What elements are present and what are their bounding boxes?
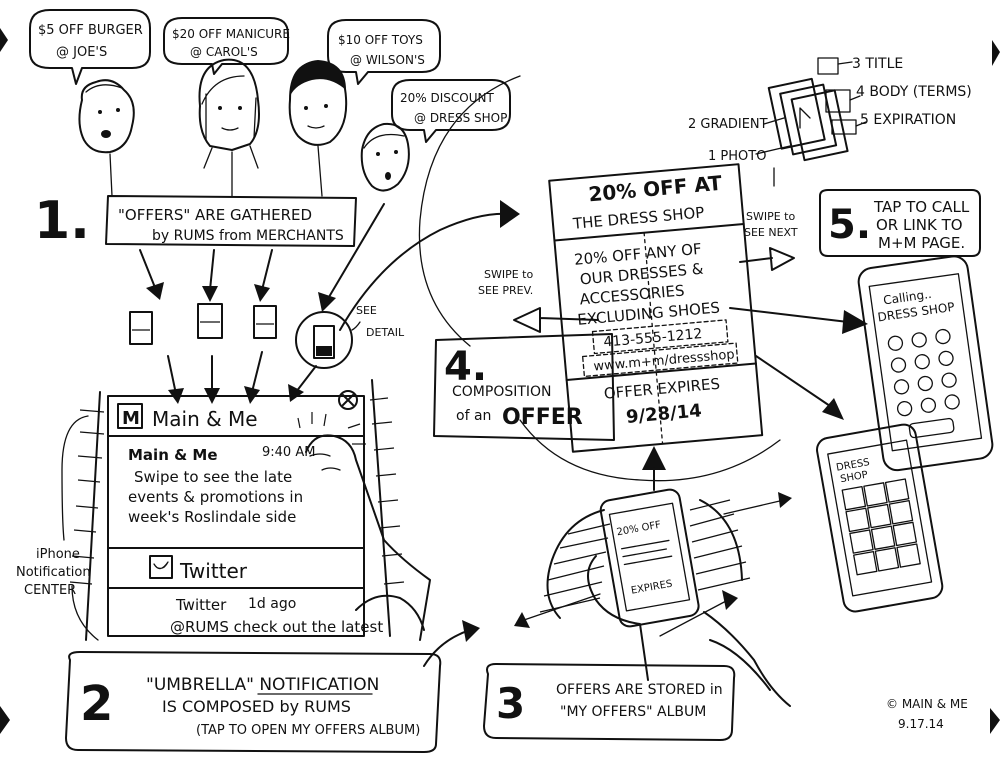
step-4-number: 4. [444,344,487,390]
notif-app1-title: Main & Me [152,407,258,431]
swipe-next-line1: SWIPE to [746,210,795,223]
clear-button[interactable] [338,390,358,410]
notif-app1-time: 9:40 AM [262,445,315,460]
bubble-dress-line2: @ DRESS SHOP [414,111,507,125]
main-me-badge [117,403,143,429]
notif-app1-sender: Main & Me [128,446,218,464]
layer-expiration: 5 EXPIRATION [860,112,956,128]
see-label: SEE [356,304,377,317]
notification-center: M Main & Me Main & Me 9:40 AM Swipe to s… [69,379,431,641]
bubble-joes: $5 OFF BURGER @ JOE'S [29,9,151,85]
step-5-number: 5. [828,202,871,248]
step-2-line2: IS COMPOSED by RUMS [162,697,351,716]
notif-app2-title: Twitter [179,559,248,583]
notif-app2-sender: Twitter [175,596,227,614]
calling-line1: Calling.. [882,287,932,308]
bubble-wilsons: $10 OFF TOYS @ WILSON'S [327,19,441,85]
swipe-prev-line2: SEE PREV. [478,284,533,297]
step-4-line3: OFFER [502,405,583,430]
layer-title: 3 TITLE [852,56,903,72]
notif-app1-line2[interactable]: events & promotions in [128,488,303,506]
face-woman-blonde [198,58,260,169]
side-label-line1: iPhone [36,547,80,562]
main-me-badge-letter: M [122,408,140,429]
step-1-line2: by RUMS from MERCHANTS [152,228,344,244]
bubble-wilsons-line1: $10 OFF TOYS [338,33,423,47]
phone-calling: Calling.. DRESS SHOP [857,255,994,472]
bubble-dress-line1: 20% DISCOUNT [400,91,494,105]
step-4-line2: of an [456,408,491,424]
bubble-wilsons-line2: @ WILSON'S [350,53,425,67]
bubble-carols: $20 OFF MANICURE @ CAROL'S [163,17,290,75]
bubble-carols-line2: @ CAROL'S [190,45,258,59]
bubble-carols-line1: $20 OFF MANICURE [172,27,290,41]
finger-sketch [305,434,431,641]
side-label-line3: CENTER [24,583,76,598]
bubble-joes-line2: @ JOE'S [56,45,107,60]
step-1-line1: "OFFERS" ARE GATHERED [118,206,312,224]
step-2: 2 "UMBRELLA" NOTIFICATION IS COMPOSED by… [65,651,442,753]
layer-body: 4 BODY (TERMS) [856,84,972,100]
web-grid[interactable] [841,478,921,576]
phone-web-page: DRESS SHOP [816,423,944,613]
layers-diagram: 3 TITLE 4 BODY (TERMS) 5 EXPIRATION 2 GR… [688,56,972,187]
step-2-line1: "UMBRELLA" NOTIFICATION [146,675,379,695]
offer-expires-label: OFFER EXPIRES [603,375,721,403]
web-line2: SHOP [839,470,868,486]
swipe-next-line2: SEE NEXT [744,226,798,239]
phone-album: 20% OFF EXPIRES [587,446,791,707]
face-boy [78,79,135,154]
step-5-line2: OR LINK TO [876,216,963,234]
gather-arrows [139,203,385,312]
step-5-line3: M+M PAGE. [878,234,965,252]
step-3-line2: "MY OFFERS" ALBUM [560,704,706,720]
swipe-next: SWIPE to SEE NEXT [739,210,798,271]
album-line2: EXPIRES [630,579,673,597]
face-woman-shop [360,122,410,192]
credit-line1: © MAIN & ME [886,697,968,711]
composition-circle [418,75,521,347]
offer-expires-date: 9/28/14 [625,400,702,428]
twitter-badge [149,555,173,579]
step-4-line1: COMPOSITION [452,384,552,400]
credit-line2: 9.17.14 [898,717,944,731]
step-1: 1. "OFFERS" ARE GATHERED by RUMS from ME… [34,191,357,251]
twitter-bird-icon [153,561,169,570]
step-3-line1: OFFERS ARE STORED in [556,682,723,698]
notif-app1-line3[interactable]: week's Roslindale side [128,508,296,526]
step-3: 3 OFFERS ARE STORED in "MY OFFERS" ALBUM [483,663,736,741]
mini-offer-cards [129,303,353,369]
step-5: 5. TAP TO CALL OR LINK TO M+M PAGE. [819,189,981,257]
bubble-joes-line1: $5 OFF BURGER [38,23,143,38]
step-4: 4. COMPOSITION of an OFFER [433,333,615,441]
side-label-line2: Notification [16,565,91,580]
notif-app1-line1[interactable]: Swipe to see the late [134,468,292,486]
side-label: iPhone Notification CENTER [16,415,99,641]
face-woman-dark [288,60,348,146]
notif-app2-time: 1d ago [248,596,296,612]
edge-marks [0,28,1000,734]
step-3-number: 3 [496,679,525,728]
album-line1: 20% OFF [616,520,662,539]
album-stack [514,492,792,628]
step-2-line3[interactable]: (TAP TO OPEN MY OFFERS ALBUM) [196,723,420,738]
close-icon [342,394,354,406]
see-detail-label: SEE DETAIL [351,304,405,339]
credit: © MAIN & ME 9.17.14 [886,697,968,731]
swipe-prev-line1: SWIPE to [484,268,533,281]
detail-label: DETAIL [366,326,405,339]
layer-photo: 1 PHOTO [708,149,766,164]
step-1-number: 1. [34,191,90,251]
small-arrows [167,351,317,404]
swipe-prev: SWIPE to SEE PREV. [478,268,599,333]
notif-app2-line1[interactable]: @RUMS check out the latest [170,618,383,636]
call-end-button[interactable] [908,417,955,439]
step-5-line1: TAP TO CALL [873,198,970,216]
layer-gradient: 2 GRADIENT [688,117,768,132]
dial-pad[interactable] [887,328,961,417]
step-2-number: 2 [80,676,113,732]
